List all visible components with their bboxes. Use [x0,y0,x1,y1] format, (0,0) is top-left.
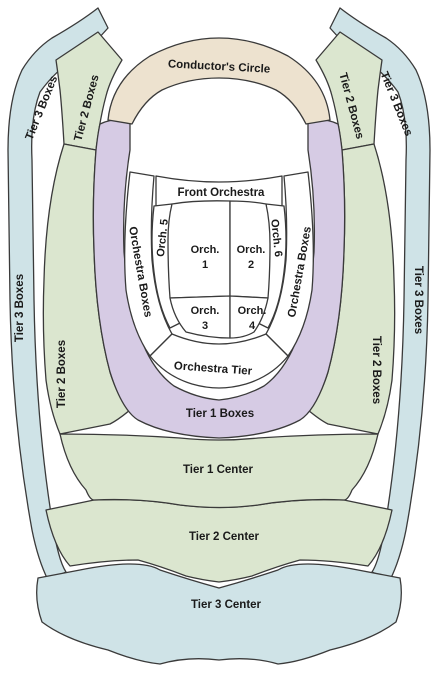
tier3-center-section[interactable] [36,563,402,665]
orchestra-tier-section[interactable] [149,333,289,389]
orch1-section[interactable] [167,200,231,299]
orch4-section[interactable] [229,295,269,339]
orch3-section[interactable] [169,295,231,339]
tier2-boxes-right-top-section[interactable] [315,31,383,151]
tier1-center-section[interactable] [59,433,379,509]
tier2-boxes-left-top-section[interactable] [55,31,123,151]
orch2-section[interactable] [229,200,271,299]
conductors-circle-section[interactable] [107,37,331,125]
